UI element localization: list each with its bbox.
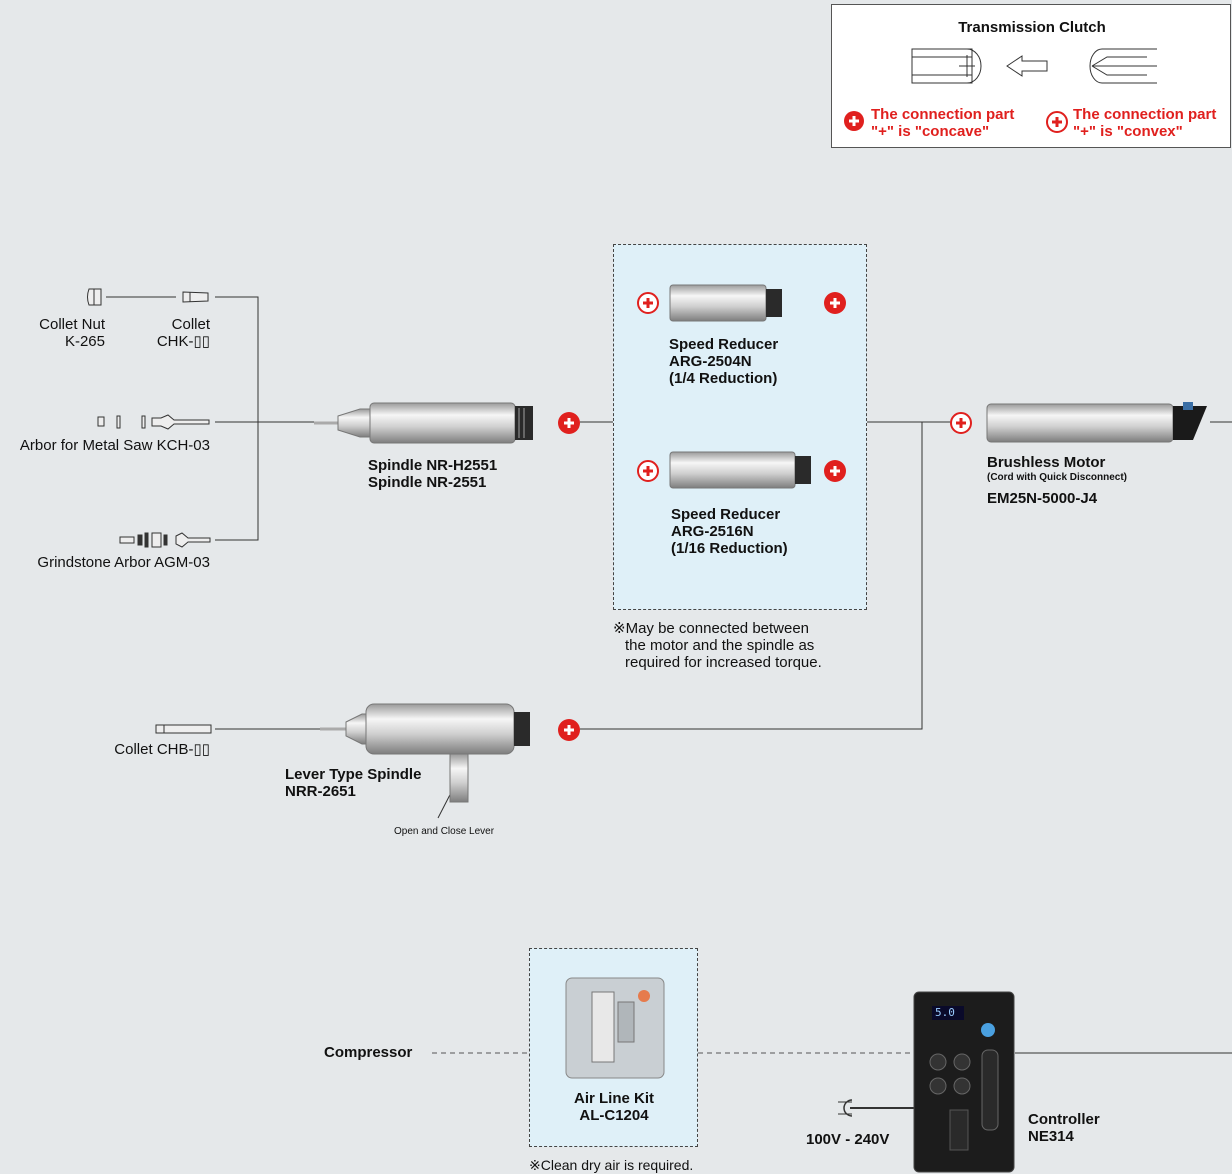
brushless-motor-image (986, 402, 1207, 443)
lever-spindle-image (320, 703, 530, 803)
voltage-label: 100V - 240V (806, 1131, 890, 1148)
clutch-diagram-icon (911, 48, 1157, 84)
motor-model: EM25N-5000-J4 (987, 490, 1098, 507)
collet-nut-icon (87, 288, 102, 306)
collet-icon (182, 291, 209, 303)
controller-display: 5.0 (935, 1006, 955, 1019)
collet-model: CHK-▯▯ (156, 333, 210, 350)
reducer2-model: ARG-2516N (671, 523, 754, 540)
collet-label: Collet CHK-▯▯ (130, 316, 210, 350)
transmission-clutch-legend: Transmission Clutch The connection part … (831, 4, 1231, 148)
reducer-note-line2: the motor and the spindle as (625, 637, 815, 654)
controller-image (913, 991, 1015, 1173)
controller-label: Controller NE314 (1028, 1111, 1100, 1145)
motor-sub: (Cord with Quick Disconnect) (987, 472, 1128, 483)
reducer1-model: ARG-2504N (669, 353, 752, 370)
air-line-kit-image (565, 977, 665, 1079)
reducer-note-line3: required for increased torque. (625, 654, 822, 671)
lever-spindle-name: Lever Type Spindle (285, 766, 422, 783)
collet-name: Collet (171, 316, 210, 333)
air-kit-label: Air Line Kit AL-C1204 (530, 1090, 698, 1124)
reducer2-concave-icon (824, 460, 846, 482)
legend-convex: The connection part "+" is "convex" (1073, 106, 1216, 140)
controller-name: Controller (1028, 1111, 1100, 1128)
reducer1-name: Speed Reducer (669, 336, 779, 353)
air-kit-model: AL-C1204 (579, 1107, 649, 1124)
legend-convex-line1: The connection part (1073, 106, 1217, 123)
collet-chb-icon (155, 724, 212, 734)
spindle-image (314, 402, 533, 444)
reducer1-label: Speed Reducer ARG-2504N (1/4 Reduction) (669, 336, 778, 387)
motor-name: Brushless Motor (987, 454, 1106, 471)
reducer2-ratio: (1/16 Reduction) (671, 540, 788, 557)
metal-saw-arbor-icon (97, 414, 210, 430)
reducer-note-line1: ※May be connected between (613, 620, 810, 637)
spindle-line2: Spindle NR-2551 (368, 474, 487, 491)
collet-nut-model: K-265 (64, 333, 105, 350)
reducer2-name: Speed Reducer (671, 506, 781, 523)
air-note: ※Clean dry air is required. (529, 1157, 694, 1173)
controller-model: NE314 (1028, 1128, 1074, 1145)
grindstone-arbor-icon (119, 532, 211, 548)
reducer-note: ※May be connected between the motor and … (613, 620, 822, 671)
spindle-concave-icon (558, 412, 580, 434)
legend-convex-line2: "+" is "convex" (1073, 123, 1183, 140)
lever-spindle-label: Lever Type Spindle NRR-2651 (285, 766, 421, 800)
legend-concave-line2: "+" is "concave" (871, 123, 990, 140)
spindle-label: Spindle NR-H2551 Spindle NR-2551 (368, 457, 497, 491)
concave-plus-icon (844, 111, 864, 131)
convex-plus-icon (1046, 111, 1068, 133)
legend-concave-line1: The connection part (871, 106, 1015, 123)
reducer2-label: Speed Reducer ARG-2516N (1/16 Reduction) (671, 506, 788, 557)
lever-label: Open and Close Lever (394, 826, 495, 837)
reducer1-convex-icon (637, 292, 659, 314)
spindle-line1: Spindle NR-H2551 (368, 457, 498, 474)
grindstone-label: Grindstone Arbor AGM-03 (37, 554, 210, 571)
lever-spindle-model: NRR-2651 (285, 783, 356, 800)
air-kit-name: Air Line Kit (573, 1090, 654, 1107)
collet-nut-label: Collet Nut K-265 (20, 316, 105, 350)
collet-chb-label: Collet CHB-▯▯ (114, 741, 210, 758)
reducer1-concave-icon (824, 292, 846, 314)
compressor-label: Compressor (324, 1044, 413, 1061)
lever-spindle-concave-icon (558, 719, 580, 741)
collet-nut-name: Collet Nut (39, 316, 105, 333)
motor-convex-icon (950, 412, 972, 434)
metal-saw-label: Arbor for Metal Saw KCH-03 (19, 437, 210, 454)
reducer2-image (669, 451, 811, 489)
reducer1-image (669, 284, 782, 322)
reducer1-ratio: (1/4 Reduction) (669, 370, 778, 387)
reducer2-convex-icon (637, 460, 659, 482)
legend-concave: The connection part "+" is "concave" (871, 106, 1014, 140)
legend-title: Transmission Clutch (958, 19, 1106, 36)
